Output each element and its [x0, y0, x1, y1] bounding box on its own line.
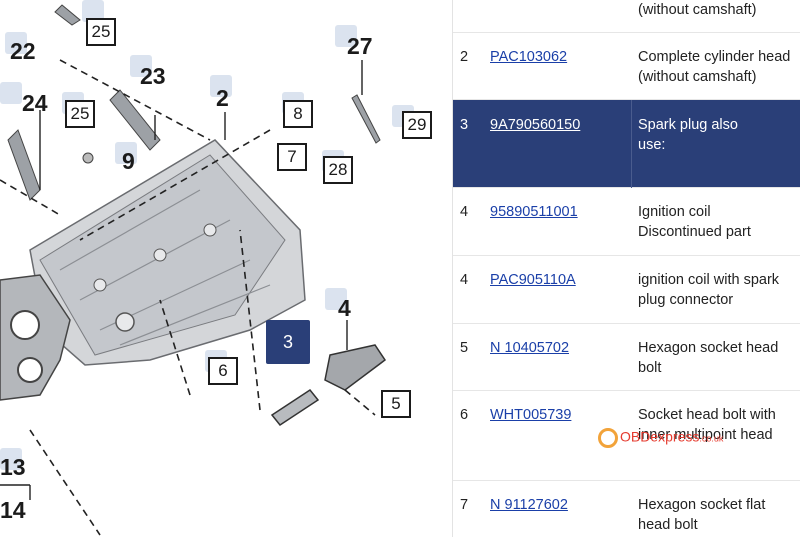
item-number: 3	[460, 117, 469, 133]
item-number: 6	[460, 407, 469, 423]
callout-6[interactable]: 6	[208, 357, 238, 385]
highlight-marker	[115, 142, 137, 164]
callout-27[interactable]: 27	[347, 33, 373, 59]
callout-24[interactable]: 24	[22, 90, 48, 116]
watermark: OBDexpress.co.uk	[598, 428, 723, 448]
part-description: Ignition coil Discontinued part	[638, 204, 751, 240]
callout-3-selected[interactable]: 3	[266, 320, 310, 364]
column-divider	[631, 100, 632, 188]
part-description: Spark plug also use:	[638, 117, 738, 153]
part-number-link[interactable]: N 10405702	[490, 340, 570, 356]
callout-22[interactable]: 22	[10, 38, 36, 64]
part-description: Socket head bolt with inner multipoint h…	[638, 407, 776, 443]
highlight-marker	[130, 55, 152, 77]
callout-5[interactable]: 5	[381, 390, 411, 418]
highlight-marker	[325, 288, 347, 310]
table-row[interactable]: (without camshaft)	[453, 0, 800, 33]
part-number-link[interactable]: PAC103062	[490, 49, 568, 65]
callout-23[interactable]: 23	[140, 63, 166, 89]
item-number: 4	[460, 204, 469, 220]
exploded-parts-diagram: 25 22 23 24 25 2 8 7 9 27 29 28 4 3 6 5 …	[0, 0, 432, 536]
highlight-marker	[0, 82, 22, 104]
table-row-selected[interactable]: 3 9A790560150 Spark plug also use:	[453, 100, 800, 188]
item-number: 5	[460, 340, 469, 356]
callout-9[interactable]: 9	[122, 148, 135, 174]
part-number-link[interactable]: N 91127602	[490, 497, 568, 513]
callout-4[interactable]: 4	[338, 295, 351, 321]
item-number: 2	[460, 49, 469, 65]
part-description: Complete cylinder head (without camshaft…	[638, 49, 791, 85]
callout-29[interactable]: 29	[402, 111, 432, 139]
callout-2[interactable]: 2	[216, 85, 229, 111]
table-row[interactable]: 7 N 91127602 Hexagon socket flat head bo…	[453, 481, 800, 537]
part-description: Hexagon socket flat head bolt	[638, 497, 766, 533]
part-number-link[interactable]: PAC905110A	[490, 272, 576, 288]
callout-7[interactable]: 7	[277, 143, 307, 171]
callout-14[interactable]: 14	[0, 497, 26, 523]
table-row[interactable]: 4 PAC905110A ignition coil with spark pl…	[453, 256, 800, 324]
callout-28[interactable]: 28	[323, 156, 353, 184]
table-row[interactable]: 4 95890511001 Ignition coil Discontinued…	[453, 188, 800, 256]
table-row[interactable]: 5 N 10405702 Hexagon socket head bolt	[453, 324, 800, 391]
highlight-marker	[5, 32, 27, 54]
diagram-drawing	[0, 4, 387, 536]
part-number-link[interactable]: WHT005739	[490, 407, 572, 423]
part-description: ignition coil with spark plug connector	[638, 272, 780, 308]
parts-table: (without camshaft) 2 PAC103062 Complete …	[452, 0, 800, 537]
part-description: (without camshaft)	[638, 2, 757, 18]
watermark-suffix: .co.uk	[699, 433, 724, 444]
item-number: 4	[460, 272, 469, 288]
watermark-text: OBDexpress	[620, 428, 700, 445]
watermark-logo-icon	[598, 428, 618, 448]
table-row[interactable]: 6 WHT005739 Socket head bolt with inner …	[453, 391, 800, 481]
callout-25-top[interactable]: 25	[86, 18, 116, 46]
callout-8[interactable]: 8	[283, 100, 313, 128]
highlight-marker	[210, 75, 232, 97]
table-row[interactable]: 2 PAC103062 Complete cylinder head (with…	[453, 33, 800, 100]
highlight-marker	[82, 0, 104, 22]
callout-25[interactable]: 25	[65, 100, 95, 128]
part-number-link[interactable]: 95890511001	[490, 204, 578, 220]
item-number: 7	[460, 497, 469, 513]
callout-13[interactable]: 13	[0, 454, 26, 480]
part-number-link[interactable]: 9A790560150	[490, 117, 581, 133]
highlight-marker	[0, 448, 22, 470]
highlight-marker	[335, 25, 357, 47]
part-description: Hexagon socket head bolt	[638, 340, 779, 376]
